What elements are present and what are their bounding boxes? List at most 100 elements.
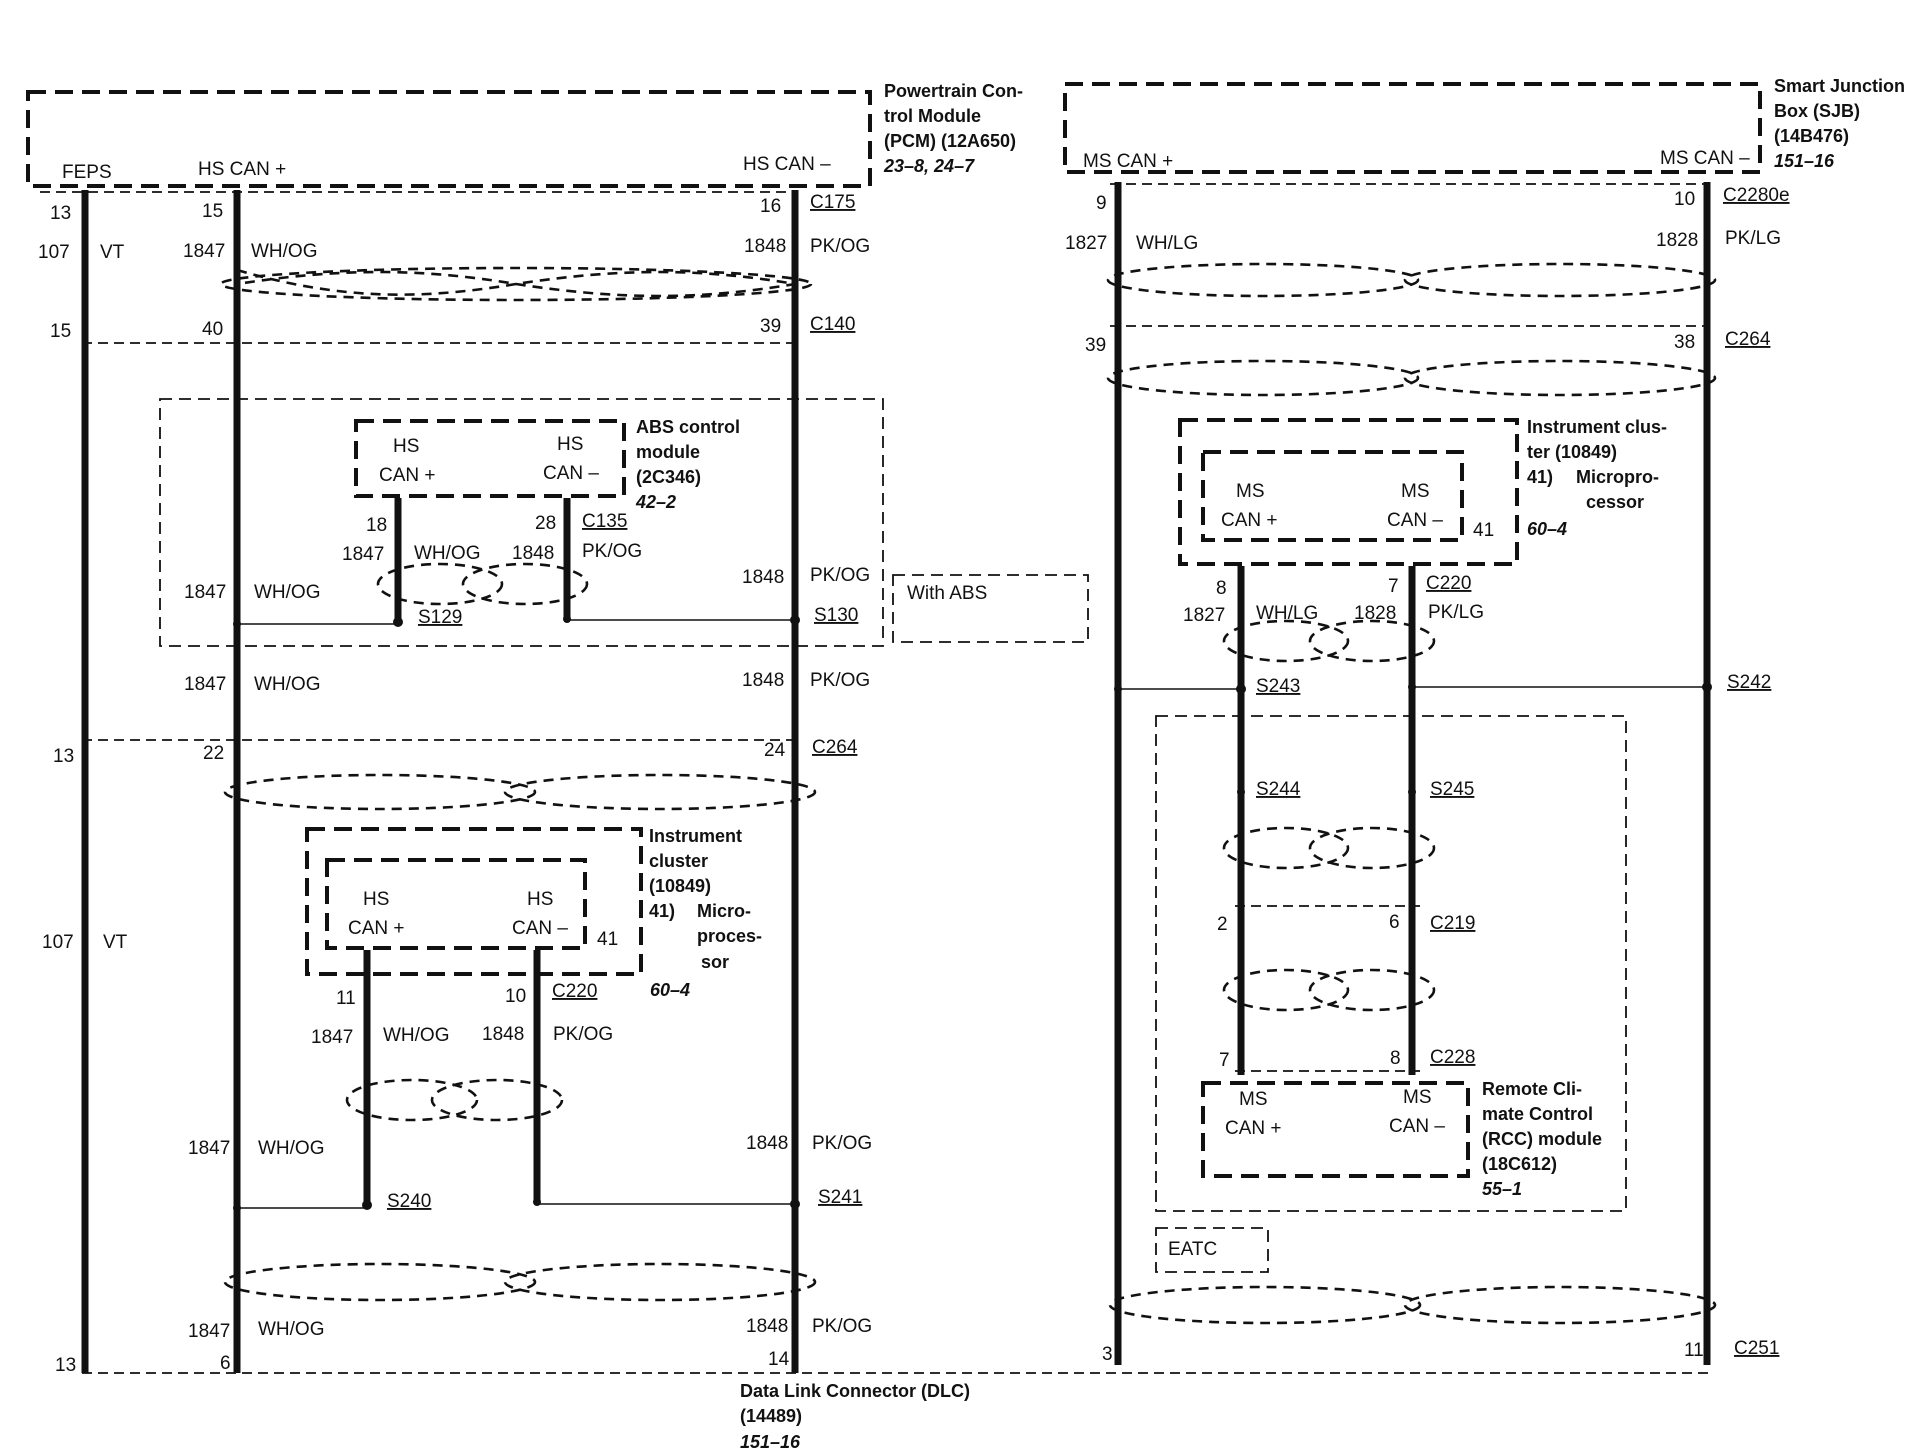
twist-c264-left-b (503, 773, 817, 811)
connector-c228: C228 (1430, 1047, 1475, 1068)
svg-text:sor: sor (701, 952, 729, 972)
svg-text:ABS control: ABS control (636, 417, 740, 437)
splice-s244: S244 (1256, 779, 1301, 800)
pin-sjb-ms-can-plus: MS CAN + (1083, 151, 1173, 172)
svg-text:(2C346): (2C346) (636, 467, 701, 487)
ic-ms-outer-box (1178, 418, 1519, 566)
pin-rcc-ms-minus: MS (1403, 1087, 1432, 1108)
color-wh-og-c: WH/OG (254, 674, 321, 695)
pin-ic-hs-can-plus: CAN + (348, 918, 405, 939)
circuit-1847-c: 1847 (184, 674, 226, 695)
twist-ms-ic-right (1308, 619, 1436, 663)
pin-ic-ms-ms-plus: MS (1236, 481, 1265, 502)
circuit-1848-c: 1848 (742, 670, 784, 691)
splice-s130-dot (790, 615, 800, 625)
pin-num-10-right: 10 (1674, 189, 1695, 210)
pin-rcc-can-minus: CAN – (1389, 1116, 1445, 1137)
circuit-1828-a: 1828 (1656, 230, 1698, 251)
rcc-label: Remote Cli- mate Control (RCC) module (1… (1482, 1079, 1602, 1199)
pin-num-10-left: 10 (505, 986, 526, 1007)
twist-pcm-outer (219, 266, 813, 302)
ic-hs-inner-box (325, 858, 587, 950)
color-pk-og-a: PK/OG (810, 236, 870, 257)
pin-num-24: 24 (764, 740, 786, 761)
connector-c264-right: C264 (1725, 329, 1771, 350)
svg-text:Smart Junction: Smart Junction (1774, 76, 1905, 96)
abs-label: ABS control module (2C346) 42–2 (635, 417, 740, 512)
twist-dlc-left-b (503, 1262, 817, 1302)
color-pk-og-ic: PK/OG (553, 1024, 613, 1045)
color-pk-lg-a: PK/LG (1725, 228, 1781, 249)
ic-ms-label: Instrument clus- ter (10849) 41) Micropr… (1527, 417, 1667, 539)
circuit-1848-b: 1848 (742, 567, 784, 588)
twist-eatc-2-right (1308, 968, 1436, 1012)
pin-num-39-right: 39 (1085, 335, 1106, 356)
circuit-1848-e: 1848 (746, 1316, 788, 1337)
option-with-abs: With ABS (907, 583, 987, 604)
color-wh-og-d: WH/OG (258, 1138, 325, 1159)
splice-s130: S130 (814, 605, 858, 626)
svg-text:(10849): (10849) (649, 876, 711, 896)
svg-text:(RCC) module: (RCC) module (1482, 1129, 1602, 1149)
twist-abs-left (376, 562, 504, 606)
splice-s244-dot (1237, 788, 1245, 796)
pin-num-13-c: 13 (55, 1355, 76, 1376)
pin-num-38: 38 (1674, 332, 1695, 353)
svg-text:Powertrain Con-: Powertrain Con- (884, 81, 1023, 101)
pin-num-8-b: 8 (1390, 1048, 1401, 1069)
twist-abs-right (461, 562, 589, 606)
color-vt-top: VT (100, 242, 125, 263)
svg-text:mate Control: mate Control (1482, 1104, 1593, 1124)
twist-pcm (236, 268, 796, 298)
pin-num-9: 9 (1096, 193, 1107, 214)
twist-sjb-b (1403, 262, 1717, 298)
pin-ic-hs-can-minus: CAN – (512, 918, 568, 939)
color-vt-mid: VT (103, 932, 128, 953)
splice-s243-main-dot (1114, 685, 1122, 693)
pin-rcc-can-plus: CAN + (1225, 1118, 1282, 1139)
svg-text:42–2: 42–2 (635, 492, 676, 512)
svg-text:60–4: 60–4 (650, 980, 690, 1000)
splice-s240: S240 (387, 1191, 431, 1212)
svg-text:41): 41) (649, 901, 675, 921)
svg-text:proces-: proces- (697, 926, 762, 946)
circuit-1828-b: 1828 (1354, 603, 1396, 624)
splice-s129-dot (393, 617, 403, 627)
pin-rcc-ms-plus: MS (1239, 1089, 1268, 1110)
with-abs-box (892, 574, 1089, 643)
connector-c251: C251 (1734, 1338, 1779, 1359)
pin-num-22: 22 (203, 743, 224, 764)
connector-c2280e: C2280e (1723, 185, 1790, 206)
connector-c175: C175 (810, 192, 855, 213)
splice-s240-dot (362, 1200, 372, 1210)
pin-num-13-b: 13 (53, 746, 74, 767)
abs-option-box (159, 398, 884, 647)
splice-s241-dot (790, 1199, 800, 1209)
pin-abs-hs-minus: HS (557, 434, 583, 455)
pin-ic-ms-can-minus: CAN – (1387, 510, 1443, 531)
sjb-label: Smart Junction Box (SJB) (14B476) 151–16 (1774, 76, 1905, 171)
pin-num-11-right: 11 (1684, 1340, 1704, 1361)
twist-eatc-2-left (1222, 968, 1350, 1012)
circuit-1827-a: 1827 (1065, 233, 1107, 254)
rcc-module-box (1201, 1081, 1470, 1178)
pin-num-15-a: 15 (202, 201, 223, 222)
svg-text:(18C612): (18C612) (1482, 1154, 1557, 1174)
circuit-1847-d: 1847 (188, 1138, 230, 1159)
splice-s129-main-dot (233, 620, 241, 628)
circuit-1848-d: 1848 (746, 1133, 788, 1154)
pin-num-14: 14 (768, 1349, 790, 1370)
pin-ic-hs-hs-minus: HS (527, 889, 553, 910)
circuit-1847-abs: 1847 (342, 544, 384, 565)
pcm-label: Powertrain Con- trol Module (PCM) (12A65… (883, 81, 1023, 176)
svg-text:Remote Cli-: Remote Cli- (1482, 1079, 1582, 1099)
splice-s242: S242 (1727, 672, 1771, 693)
pin-ic-hs-hs-plus: HS (363, 889, 389, 910)
color-pk-lg-b: PK/LG (1428, 602, 1484, 623)
pin-ic-ms-can-plus: CAN + (1221, 510, 1278, 531)
connector-c220-left: C220 (552, 981, 597, 1002)
pin-num-41-left: 41 (597, 929, 618, 950)
connector-c140: C140 (810, 314, 855, 335)
circuit-1827-b: 1827 (1183, 605, 1225, 626)
twist-c251-a (1108, 1285, 1422, 1325)
